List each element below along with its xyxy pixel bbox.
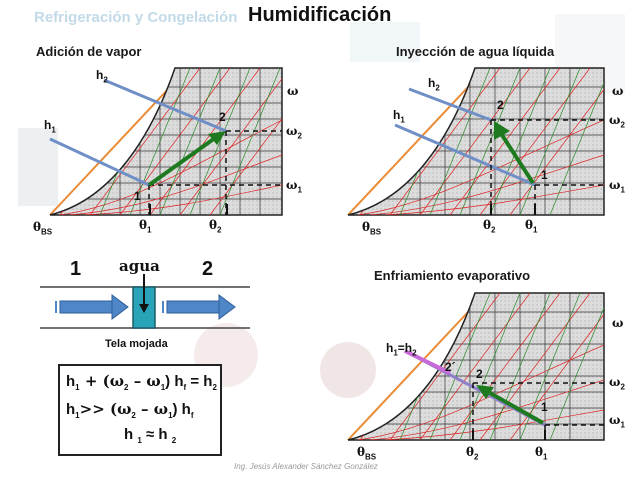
evap-omega1: ω1 bbox=[609, 413, 625, 430]
panel-title-evap: Enfriamiento evaporativo bbox=[374, 268, 531, 283]
evap-h1-eq-h2-label: h1=h2 bbox=[386, 341, 417, 358]
evap-point-2: 2 bbox=[476, 367, 483, 381]
panel-title-water: Inyección de agua líquida bbox=[396, 44, 555, 59]
panel-title-steam: Adición de vapor bbox=[36, 44, 142, 59]
steam-point-1: 1 bbox=[134, 189, 141, 203]
energy-balance-box: h1 + (ω2 – ω1) hf = h2 h1>> (ω2 – ω1) hf… bbox=[58, 364, 222, 456]
water-h2-label: h2 bbox=[428, 76, 440, 93]
tela-mojada-label: Tela mojada bbox=[105, 338, 168, 350]
freezer-image bbox=[350, 22, 420, 62]
water-omega1: ω1 bbox=[609, 178, 625, 195]
evap-point-2-prime: 2´ bbox=[445, 360, 456, 374]
steam-point-2: 2 bbox=[219, 110, 226, 124]
device-outlet-label: 2 bbox=[202, 258, 214, 280]
water-theta2: θ2 bbox=[483, 218, 496, 235]
formula-line-3: h 1 ≈ h 2 bbox=[124, 426, 177, 445]
formula-line-2: h1>> (ω2 – ω1) hf bbox=[66, 400, 194, 420]
author-footer: Ing. Jesús Alexander Sánchez González bbox=[234, 462, 378, 471]
steam-h1-line bbox=[49, 137, 150, 187]
steam-theta2: θ2 bbox=[209, 218, 222, 235]
wet-cloth-device bbox=[40, 274, 250, 329]
evap-omega2: ω2 bbox=[609, 375, 625, 392]
water-point-1: 1 bbox=[541, 168, 548, 182]
agua-label: agua bbox=[119, 257, 160, 275]
steam-omega2: ω2 bbox=[286, 124, 302, 141]
water-omega2: ω2 bbox=[609, 113, 625, 130]
device-inlet-label: 1 bbox=[70, 258, 82, 280]
steam-h2-label: h2 bbox=[96, 68, 108, 85]
evap-point-1: 1 bbox=[541, 400, 548, 414]
inlet-arrow bbox=[55, 294, 129, 320]
tomato-image bbox=[320, 342, 376, 398]
water-process-arrow bbox=[500, 133, 535, 185]
steam-theta-bs: θBS bbox=[33, 220, 53, 237]
water-omega-axis: ω bbox=[612, 84, 624, 98]
evap-theta2: θ2 bbox=[466, 445, 479, 462]
steam-h2-line bbox=[103, 78, 227, 133]
evap-theta-bs: θBS bbox=[357, 445, 377, 462]
outlet-arrow bbox=[162, 294, 236, 320]
water-theta1: θ1 bbox=[525, 218, 538, 235]
water-theta-bs: θBS bbox=[362, 220, 382, 237]
water-point-2: 2 bbox=[497, 98, 504, 112]
psychro-chart-evap bbox=[347, 292, 605, 441]
psychro-chart-steam bbox=[49, 67, 283, 216]
formula-line-1: h1 + (ω2 – ω1) hf = h2 bbox=[66, 372, 217, 392]
steam-orange-boundary bbox=[49, 69, 187, 216]
watermark: Refrigeración y Congelación bbox=[34, 9, 238, 26]
steam-omega-axis: ω bbox=[287, 84, 299, 98]
evap-theta1: θ1 bbox=[535, 445, 548, 462]
evap-omega-axis: ω bbox=[612, 316, 624, 330]
steam-theta1: θ1 bbox=[139, 218, 152, 235]
page-title: Humidificación bbox=[248, 4, 392, 26]
steam-process-arrow bbox=[147, 136, 217, 187]
steam-omega1: ω1 bbox=[286, 178, 302, 195]
steam-h1-label: h1 bbox=[44, 118, 56, 135]
water-h1-label: h1 bbox=[393, 108, 405, 125]
psychro-chart-water bbox=[347, 67, 605, 216]
evap-process-arrow bbox=[489, 391, 544, 425]
